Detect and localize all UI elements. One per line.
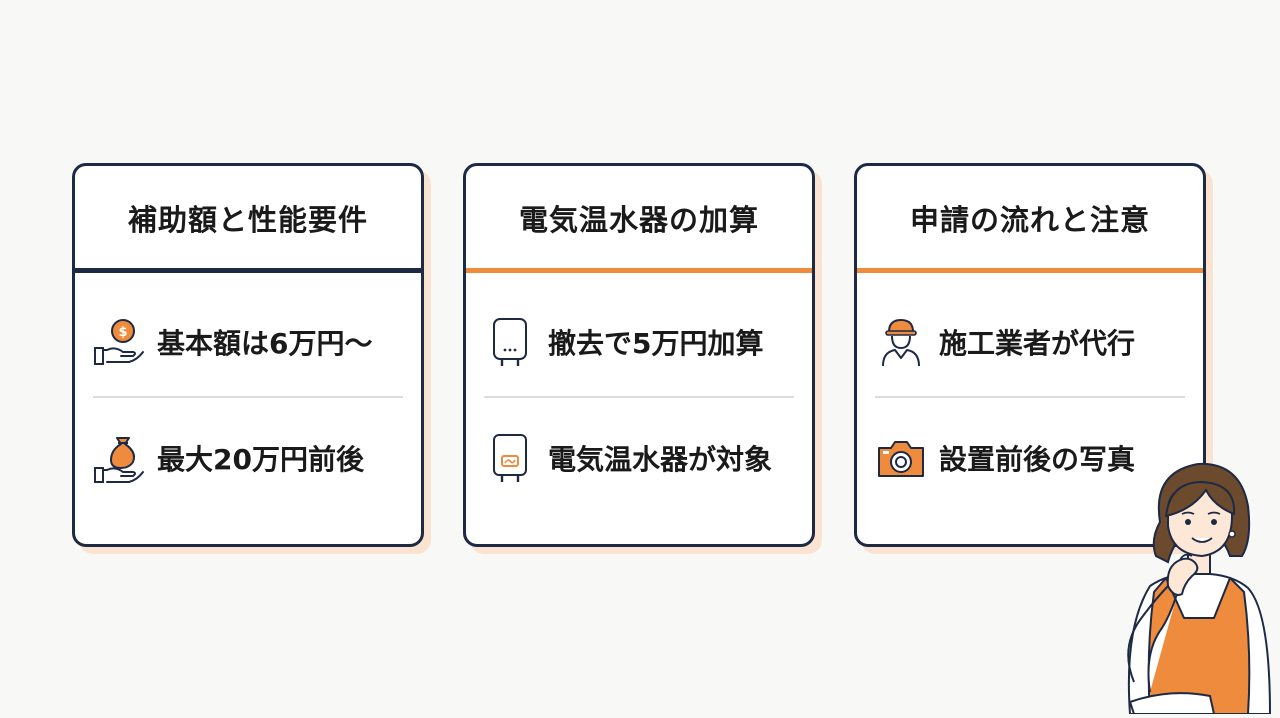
svg-text:$: $ <box>118 325 127 340</box>
info-cards: 補助額と性能要件 $ 基本額は6万円〜 <box>72 163 1208 551</box>
card-subsidy-amount: 補助額と性能要件 $ 基本額は6万円〜 <box>72 163 424 547</box>
item-text: 設置前後の写真 <box>939 443 1136 476</box>
title-divider <box>466 268 812 273</box>
title-divider <box>857 268 1203 273</box>
card-item: 電気温水器が対象 <box>484 428 800 488</box>
item-text: 基本額は6万円〜 <box>157 327 373 360</box>
card-title: 申請の流れと注意 <box>909 203 1150 237</box>
card-item: 施工業者が代行 <box>875 312 1191 372</box>
card-application-flow: 申請の流れと注意 施工業者が代行 <box>854 163 1206 547</box>
item-divider <box>484 396 794 398</box>
water-heater-icon <box>484 316 536 368</box>
money-bag-hand-icon <box>93 432 145 484</box>
card-title: 補助額と性能要件 <box>127 203 368 237</box>
card-item: 最大20万円前後 <box>93 428 409 488</box>
camera-icon <box>875 432 927 484</box>
title-divider <box>75 268 421 273</box>
construction-worker-icon <box>875 316 927 368</box>
item-divider <box>875 396 1185 398</box>
item-text: 最大20万円前後 <box>157 443 364 476</box>
thinking-woman-illustration <box>1110 452 1280 715</box>
item-text: 施工業者が代行 <box>939 327 1136 360</box>
card-item: 撤去で5万円加算 <box>484 312 800 372</box>
money-hand-icon: $ <box>93 316 145 368</box>
item-text: 電気温水器が対象 <box>548 443 773 476</box>
item-text: 撤去で5万円加算 <box>548 327 764 360</box>
card-title: 電気温水器の加算 <box>518 203 759 237</box>
card-item: 設置前後の写真 <box>875 428 1191 488</box>
card-electric-heater-bonus: 電気温水器の加算 撤去で5万円加算 <box>463 163 815 547</box>
card-item: $ 基本額は6万円〜 <box>93 312 409 372</box>
item-divider <box>93 396 403 398</box>
electric-water-heater-icon <box>484 432 536 484</box>
